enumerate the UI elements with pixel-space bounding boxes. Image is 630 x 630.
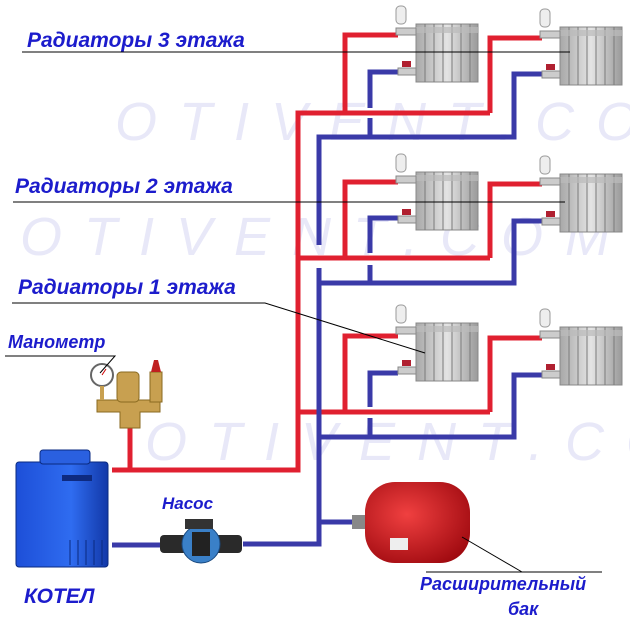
label-expansion-tank-line2: бак	[508, 599, 539, 619]
leader-lines	[5, 51, 602, 573]
label-floor3-radiators: Радиаторы 3 этажа	[27, 29, 245, 52]
radiator-floor3-left	[395, 5, 479, 83]
supply-pipes	[112, 32, 542, 473]
radiator-floor1-right	[539, 308, 623, 386]
radiator-floor2-left	[395, 153, 479, 231]
radiator-floor2-right	[539, 155, 623, 233]
label-floor1-radiators: Радиаторы 1 этажа	[18, 276, 236, 299]
pump-icon	[160, 519, 242, 564]
radiator-floor1-left	[395, 304, 479, 382]
radiator-floor3-right	[539, 8, 623, 86]
boiler-icon	[15, 449, 109, 568]
label-manometer: Манометр	[8, 332, 105, 352]
label-pump: Насос	[162, 494, 214, 513]
label-floor2-radiators: Радиаторы 2 этажа	[15, 175, 233, 198]
watermark: OTIVENT.COM	[145, 412, 630, 472]
return-pipes	[112, 69, 542, 548]
label-boiler: КОТЕЛ	[24, 585, 95, 608]
label-expansion-tank-line1: Расширительный	[420, 574, 586, 594]
expansion-tank-icon	[352, 482, 470, 563]
safety-group-manometer	[90, 360, 163, 429]
